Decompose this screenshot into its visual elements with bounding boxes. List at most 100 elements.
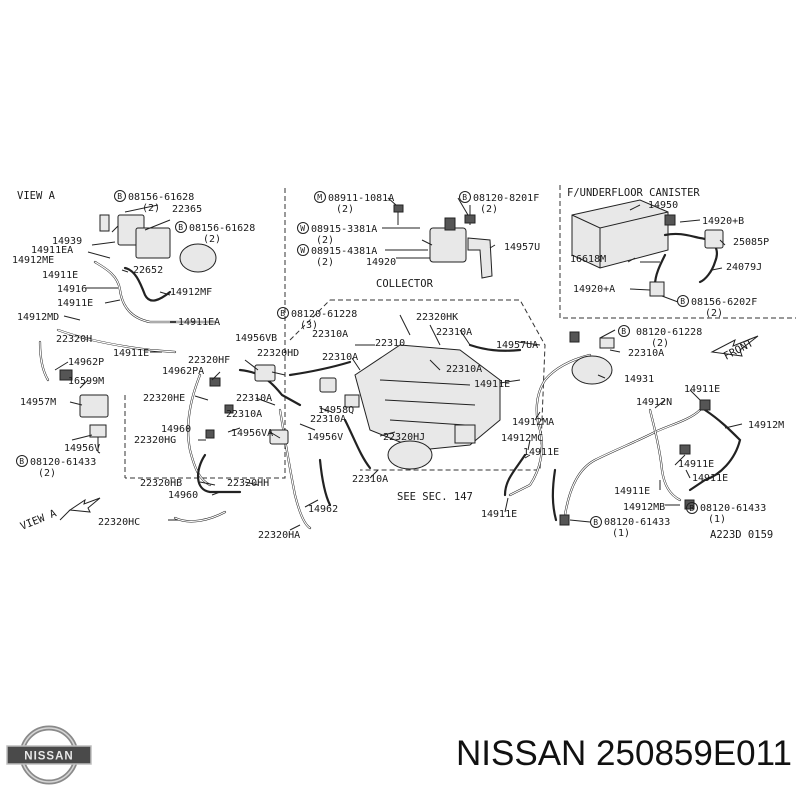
svg-text:B: B <box>280 309 285 318</box>
marker-b-1: B <box>114 190 126 202</box>
marker-b-4: B <box>459 191 471 203</box>
part-label: (2) <box>316 235 334 246</box>
part-label: 22652 <box>133 265 163 276</box>
leader-lines <box>54 197 743 531</box>
part-label: 14957M <box>20 397 56 408</box>
part-label: (2) <box>651 338 669 349</box>
part-label: 14911E <box>684 384 720 395</box>
marker-b-8: B <box>590 516 602 528</box>
part-labels: 08156-61628 (2) 22365 08156-61628 (2) 14… <box>12 192 784 541</box>
svg-text:B: B <box>178 223 183 232</box>
part-label: 22320HK <box>416 312 458 323</box>
front-label: FRONT <box>722 337 756 363</box>
part-label: 22320HG <box>134 435 176 446</box>
part-label: 25085P <box>733 237 769 248</box>
part-label: 14911E <box>678 459 714 470</box>
svg-text:B: B <box>621 327 626 336</box>
nissan-logo: NISSAN <box>6 725 92 785</box>
part-label: 22320HA <box>258 530 300 541</box>
part-label: 14911E <box>474 379 510 390</box>
marker-m-1: M <box>314 191 326 203</box>
part-label: (2) <box>705 308 723 319</box>
part-label: 14912MA <box>512 417 554 428</box>
part-label: 14916 <box>57 284 87 295</box>
part-label: 08156-61628 <box>128 192 194 203</box>
part-label: 22320HF <box>188 355 230 366</box>
svg-text:W: W <box>300 224 305 233</box>
part-label: 08120-8201F <box>473 193 539 204</box>
part-label: 14962PA <box>162 366 204 377</box>
logo-lettering: NISSAN <box>24 751 73 763</box>
part-label: 22310A <box>352 474 388 485</box>
part-label: 14912ME <box>12 255 54 266</box>
collector-assembly <box>289 299 546 471</box>
part-label: 14911E <box>692 473 728 484</box>
part-label: 08915-3381A <box>311 224 377 235</box>
part-label: 08911-1081A <box>328 193 394 204</box>
marker-w-1: W <box>297 222 309 234</box>
part-label: 16599M <box>68 376 104 387</box>
product-caption: NISSAN 250859E011 <box>456 734 792 773</box>
part-label: 14912MB <box>623 502 665 513</box>
part-label: 14911E <box>113 348 149 359</box>
svg-text:W: W <box>300 246 305 255</box>
part-label: 22320HJ <box>383 432 425 443</box>
part-label: 22310A <box>436 327 472 338</box>
part-label: 08156-6202F <box>691 297 757 308</box>
collector-label: COLLECTOR <box>376 278 434 290</box>
part-label: 14956VB <box>235 333 277 344</box>
view-a-label: VIEW A <box>17 190 56 202</box>
reference-markers: B B B M W W B B B B B B <box>16 190 698 528</box>
marker-b-7: B <box>686 502 698 514</box>
diagram-frames <box>124 185 796 479</box>
part-label: 08120-61228 <box>291 309 357 320</box>
part-label: 14956V <box>307 432 343 443</box>
direction-arrows <box>59 335 759 521</box>
svg-text:M: M <box>317 193 322 202</box>
part-label: 22310A <box>236 393 272 404</box>
part-label: 14957U <box>504 242 540 253</box>
part-label: 14950 <box>648 200 678 211</box>
part-label: 14911E <box>523 447 559 458</box>
part-label: 14912MD <box>17 312 59 323</box>
part-label: 08156-61628 <box>189 223 255 234</box>
part-label: 22310A <box>226 409 262 420</box>
part-label: 22310A <box>446 364 482 375</box>
part-label: (1) <box>612 528 630 539</box>
marker-b-9: B <box>677 295 689 307</box>
part-label: 08120-61433 <box>604 517 670 528</box>
part-label: 14912MF <box>170 287 212 298</box>
part-label: 14960 <box>168 490 198 501</box>
part-label: 14960 <box>161 424 191 435</box>
part-label: 16618M <box>570 254 606 265</box>
view-a-assembly <box>38 214 217 452</box>
right-centre-hoses <box>503 331 615 497</box>
part-label: 22310A <box>310 414 346 425</box>
part-label: (2) <box>336 204 354 215</box>
part-label: 22320HE <box>143 393 185 404</box>
part-label: 08915-4381A <box>311 246 377 257</box>
part-label: (1) <box>708 514 726 525</box>
part-label: 14912MC <box>501 433 543 444</box>
svg-text:B: B <box>680 297 685 306</box>
part-label: 08120-61228 <box>636 327 702 338</box>
svg-text:B: B <box>689 504 694 513</box>
part-label: 22365 <box>172 204 202 215</box>
part-label: 22320HB <box>140 478 182 489</box>
part-label: 14911EA <box>178 317 220 328</box>
marker-w-2: W <box>297 244 309 256</box>
part-label: 14911E <box>481 509 517 520</box>
part-label: (3) <box>300 320 318 331</box>
svg-text:B: B <box>19 457 24 466</box>
part-label: 14920+A <box>573 284 615 295</box>
part-label: (2) <box>142 203 160 214</box>
part-label: 14912M <box>748 420 784 431</box>
part-label: 22320H <box>56 334 92 345</box>
part-label: 24079J <box>726 262 762 273</box>
part-label: 22320HH <box>227 478 269 489</box>
part-label: 14956VA <box>231 428 273 439</box>
view-a-arrow-label: VIEW A <box>19 507 59 533</box>
part-label: 14911E <box>57 298 93 309</box>
part-label: (2) <box>38 468 56 479</box>
